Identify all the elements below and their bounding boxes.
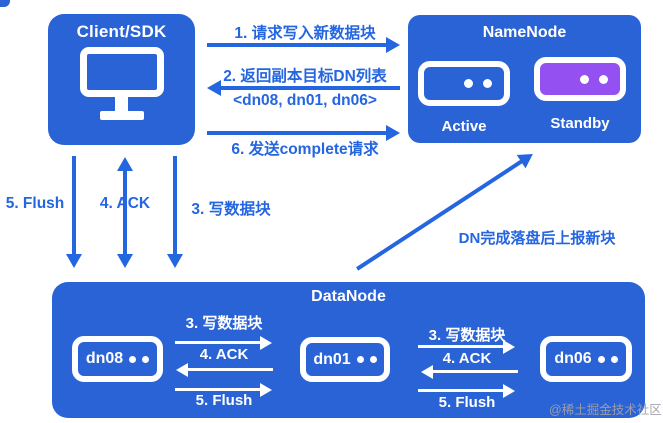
pipeline2-ack-label: 4. ACK — [442, 350, 492, 367]
pipeline2-flush-arrow-right — [418, 389, 504, 392]
standby-server-icon — [534, 57, 626, 101]
namenode-title: NameNode — [482, 24, 567, 41]
pipeline2-flush-label: 5. Flush — [438, 394, 496, 411]
dn08-label: dn08 — [85, 350, 124, 367]
server-dot-icon — [483, 79, 492, 88]
server-dot-icon — [597, 355, 605, 363]
arrow-report-new-block-diagonal — [356, 159, 523, 271]
label-step1-request-write: 1. 请求写入新数据块 — [234, 25, 376, 42]
label-step6-send-complete: 6. 发送complete请求 — [231, 141, 379, 158]
active-label: Active — [441, 118, 487, 135]
datanode-title: DataNode — [311, 288, 386, 305]
pipeline1-ack-arrow-left — [187, 368, 273, 371]
client-sdk-title: Client/SDK — [76, 22, 167, 41]
pipeline1-write-label: 3. 写数据块 — [185, 315, 263, 332]
server-dot-icon — [610, 355, 618, 363]
server-dot-icon — [599, 74, 608, 84]
monitor-icon — [48, 47, 195, 120]
pipeline2-write-arrow-right — [418, 345, 504, 348]
server-dot-icon — [369, 356, 377, 363]
label-step2-return-dn-list: 2. 返回副本目标DN列表 — [223, 68, 387, 85]
pipeline2-ack-arrow-left — [432, 370, 518, 373]
datanode-box: DataNode dn08 dn01 dn06 3. 写数据块 4. ACK 5… — [52, 282, 645, 418]
server-dot-icon — [356, 356, 364, 363]
monitor-screen-icon — [79, 47, 164, 97]
namenode-box: NameNode Active Standby — [408, 15, 641, 143]
arrow-write-block-down — [173, 156, 177, 255]
dn06-server-icon: dn06 — [540, 336, 632, 382]
arrow-step1-right — [207, 43, 387, 47]
pipeline1-write-arrow-right — [175, 341, 261, 344]
label-report-new-block: DN完成落盘后上报新块 — [458, 230, 616, 247]
arrow-flush-down — [72, 156, 76, 255]
pipeline1-ack-label: 4. ACK — [199, 346, 249, 363]
arrow-step2-left — [220, 86, 400, 90]
monitor-base-icon — [99, 111, 144, 120]
server-dot-icon — [580, 74, 589, 84]
client-sdk-box: Client/SDK — [48, 14, 195, 145]
monitor-stand-icon — [115, 96, 128, 111]
label-step2-dn-list: <dn08, dn01, dn06> — [233, 92, 377, 109]
watermark-text: @稀土掘金技术社区 — [549, 403, 662, 417]
label-flush: 5. Flush — [5, 195, 65, 212]
pipeline1-flush-label: 5. Flush — [195, 392, 253, 409]
dn06-label: dn06 — [554, 350, 592, 367]
arrow-ack-bidirectional — [123, 170, 127, 255]
pipeline2-write-label: 3. 写数据块 — [428, 327, 506, 344]
dn08-server-icon: dn08 — [72, 336, 163, 382]
pipeline1-flush-arrow-right — [175, 388, 261, 391]
label-ack: 4. ACK — [99, 195, 151, 212]
server-dot-icon — [464, 79, 473, 88]
server-dot-icon — [142, 355, 150, 363]
arrow-step6-right — [207, 131, 387, 135]
server-dot-icon — [129, 355, 137, 363]
label-write-block: 3. 写数据块 — [191, 201, 271, 218]
dn01-label: dn01 — [313, 350, 351, 368]
cropped-corner-fragment — [0, 0, 10, 7]
active-server-icon — [418, 61, 510, 106]
standby-label: Standby — [550, 115, 610, 132]
dn01-server-icon: dn01 — [300, 337, 390, 382]
